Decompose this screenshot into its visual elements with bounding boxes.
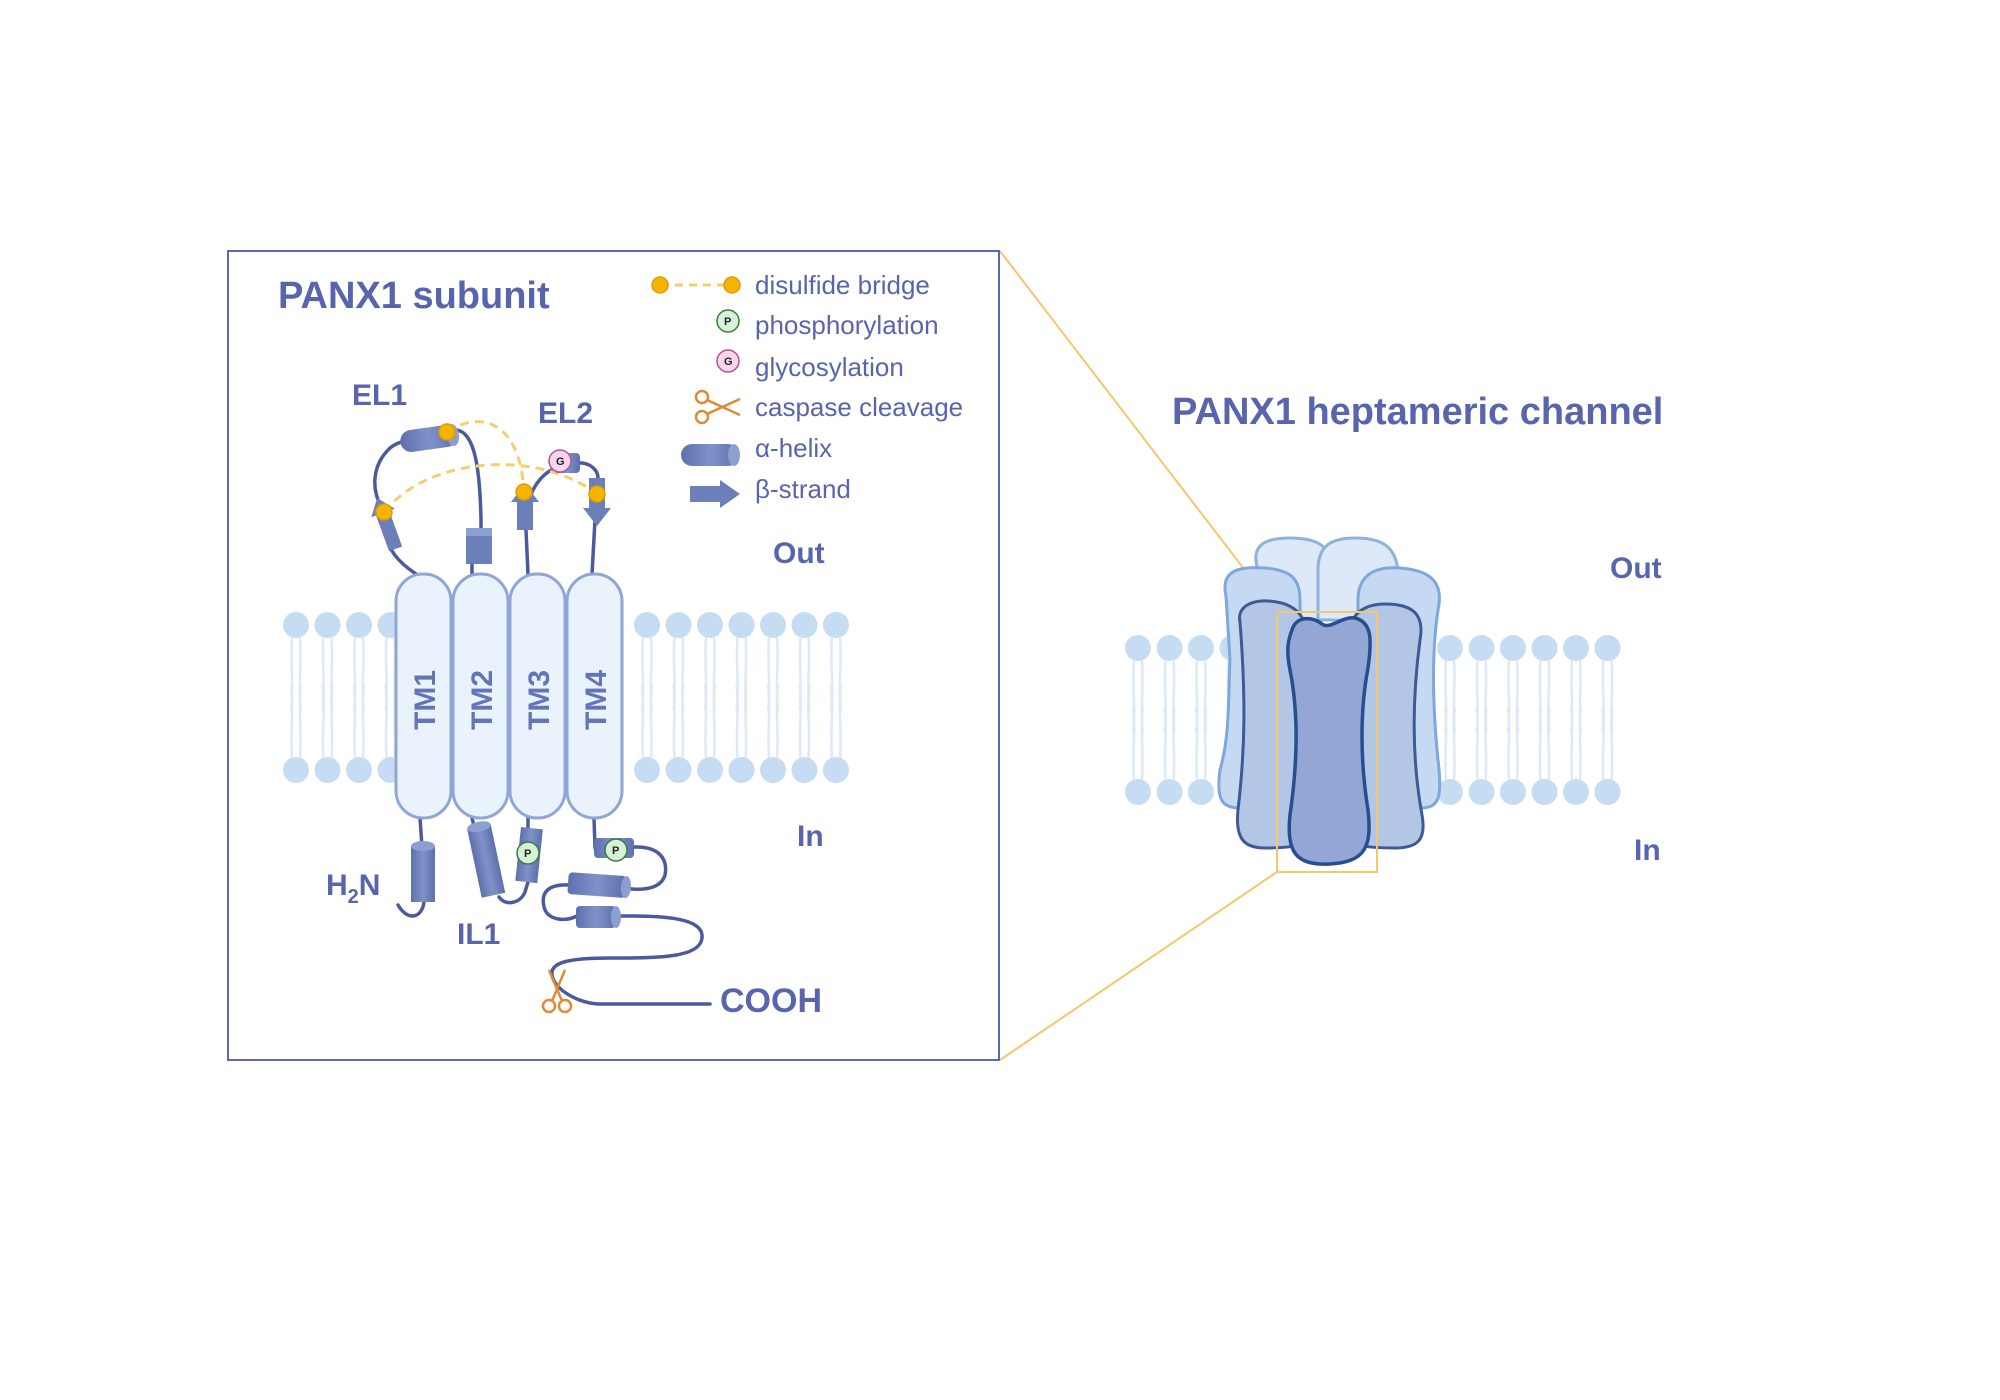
legend-scissors-icon bbox=[694, 389, 741, 425]
tm4-label: TM4 bbox=[580, 670, 613, 730]
legend-strand-label: β-strand bbox=[755, 474, 851, 504]
lipid-top bbox=[1123, 633, 1153, 735]
lipid-bottom bbox=[1593, 705, 1622, 807]
el2-label: EL2 bbox=[538, 397, 593, 430]
phospho-letter-2: P bbox=[612, 845, 619, 857]
subunit-selection-box bbox=[1276, 611, 1378, 873]
tm2-label: TM2 bbox=[466, 670, 499, 730]
nterm-helix bbox=[411, 841, 435, 902]
tm2-helix: TM2 bbox=[451, 572, 510, 820]
disulfide-cysteine-1 bbox=[438, 423, 456, 441]
lipid-bottom bbox=[1561, 705, 1591, 807]
phosphorylation-marker-tm3: P bbox=[516, 841, 540, 865]
lipid-top bbox=[1530, 633, 1559, 735]
channel-subunit-front-center bbox=[1286, 616, 1372, 866]
phosphorylation-marker-tm4: P bbox=[604, 838, 628, 862]
out-label-channel: Out bbox=[1610, 552, 1662, 585]
disulfide-cysteine-4 bbox=[588, 485, 606, 503]
lipid-bottom bbox=[1498, 705, 1528, 807]
channel-title: PANX1 heptameric channel bbox=[1172, 391, 1663, 433]
subunit-panel: PANX1 subunit Out In bbox=[227, 250, 1000, 1061]
legend-disulfide-label: disulfide bridge bbox=[755, 270, 930, 300]
il1-helix bbox=[467, 821, 506, 898]
n-terminus-label: H2N bbox=[326, 869, 380, 908]
transmembrane-helices: TM1 TM2 TM3 TM4 bbox=[394, 572, 624, 820]
legend-phospho-letter: P bbox=[724, 316, 731, 328]
lipid-top bbox=[1155, 633, 1184, 735]
legend-phosphorylation-label: phosphorylation bbox=[755, 310, 939, 340]
legend-glycosylation: G glycosylation bbox=[716, 349, 904, 382]
disulfide-bridges bbox=[382, 420, 598, 513]
lipid-bottom bbox=[1530, 705, 1559, 807]
lipid-bottom bbox=[1186, 705, 1216, 807]
legend-helix-label: α-helix bbox=[755, 433, 832, 463]
out-label-subunit: Out bbox=[773, 537, 825, 570]
legend-disulfide: disulfide bridge bbox=[651, 270, 930, 300]
il1-label: IL1 bbox=[457, 918, 500, 951]
lipid-bottom bbox=[1155, 705, 1184, 807]
legend-helix: α-helix bbox=[681, 433, 832, 466]
legend-glycosylation-label: glycosylation bbox=[755, 352, 904, 382]
el1-label: EL1 bbox=[352, 379, 407, 412]
cterm-helix-2 bbox=[576, 906, 621, 928]
heptameric-channel bbox=[1217, 536, 1442, 873]
legend-caspase: caspase cleavage bbox=[694, 389, 963, 425]
lipid-bottom bbox=[1467, 705, 1496, 807]
cterm-helix-1 bbox=[567, 872, 631, 899]
in-label-subunit: In bbox=[797, 820, 824, 853]
lipid-bottom bbox=[1123, 705, 1153, 807]
tm1-label: TM1 bbox=[409, 670, 442, 730]
legend-phosphorylation: P phosphorylation bbox=[716, 309, 939, 340]
lipid-top bbox=[1593, 633, 1622, 735]
el1-helix-vertical bbox=[466, 528, 492, 564]
c-terminus-label: COOH bbox=[720, 982, 822, 1020]
subunit-title: PANX1 subunit bbox=[278, 275, 550, 317]
tm3-helix: TM3 bbox=[508, 572, 567, 820]
caspase-scissors-icon bbox=[541, 969, 573, 1014]
legend: disulfide bridge P phosphorylation G gly… bbox=[651, 270, 963, 508]
tm3-label: TM3 bbox=[523, 670, 556, 730]
disulfide-cysteine-2 bbox=[375, 503, 393, 521]
phospho-letter-1: P bbox=[524, 848, 531, 860]
tm4-helix: TM4 bbox=[565, 572, 624, 820]
disulfide-cysteine-3 bbox=[515, 483, 533, 501]
disulfide-dots bbox=[375, 423, 606, 521]
lipid-top bbox=[1186, 633, 1216, 735]
lipid-top bbox=[1435, 633, 1465, 735]
glycosylation-letter: G bbox=[556, 456, 565, 468]
glycosylation-marker-el2: G bbox=[548, 449, 572, 473]
zoom-connector-lines bbox=[999, 250, 1278, 1061]
lipid-top bbox=[1498, 633, 1528, 735]
tm1-helix: TM1 bbox=[394, 572, 453, 820]
legend-glyco-letter: G bbox=[724, 356, 733, 368]
lipid-top bbox=[1467, 633, 1496, 735]
legend-strand: β-strand bbox=[690, 474, 851, 508]
in-label-channel: In bbox=[1634, 834, 1661, 867]
channel-panel: PANX1 heptameric channel Out In bbox=[1123, 391, 1663, 873]
legend-caspase-label: caspase cleavage bbox=[755, 392, 963, 422]
lipid-top bbox=[1561, 633, 1591, 735]
